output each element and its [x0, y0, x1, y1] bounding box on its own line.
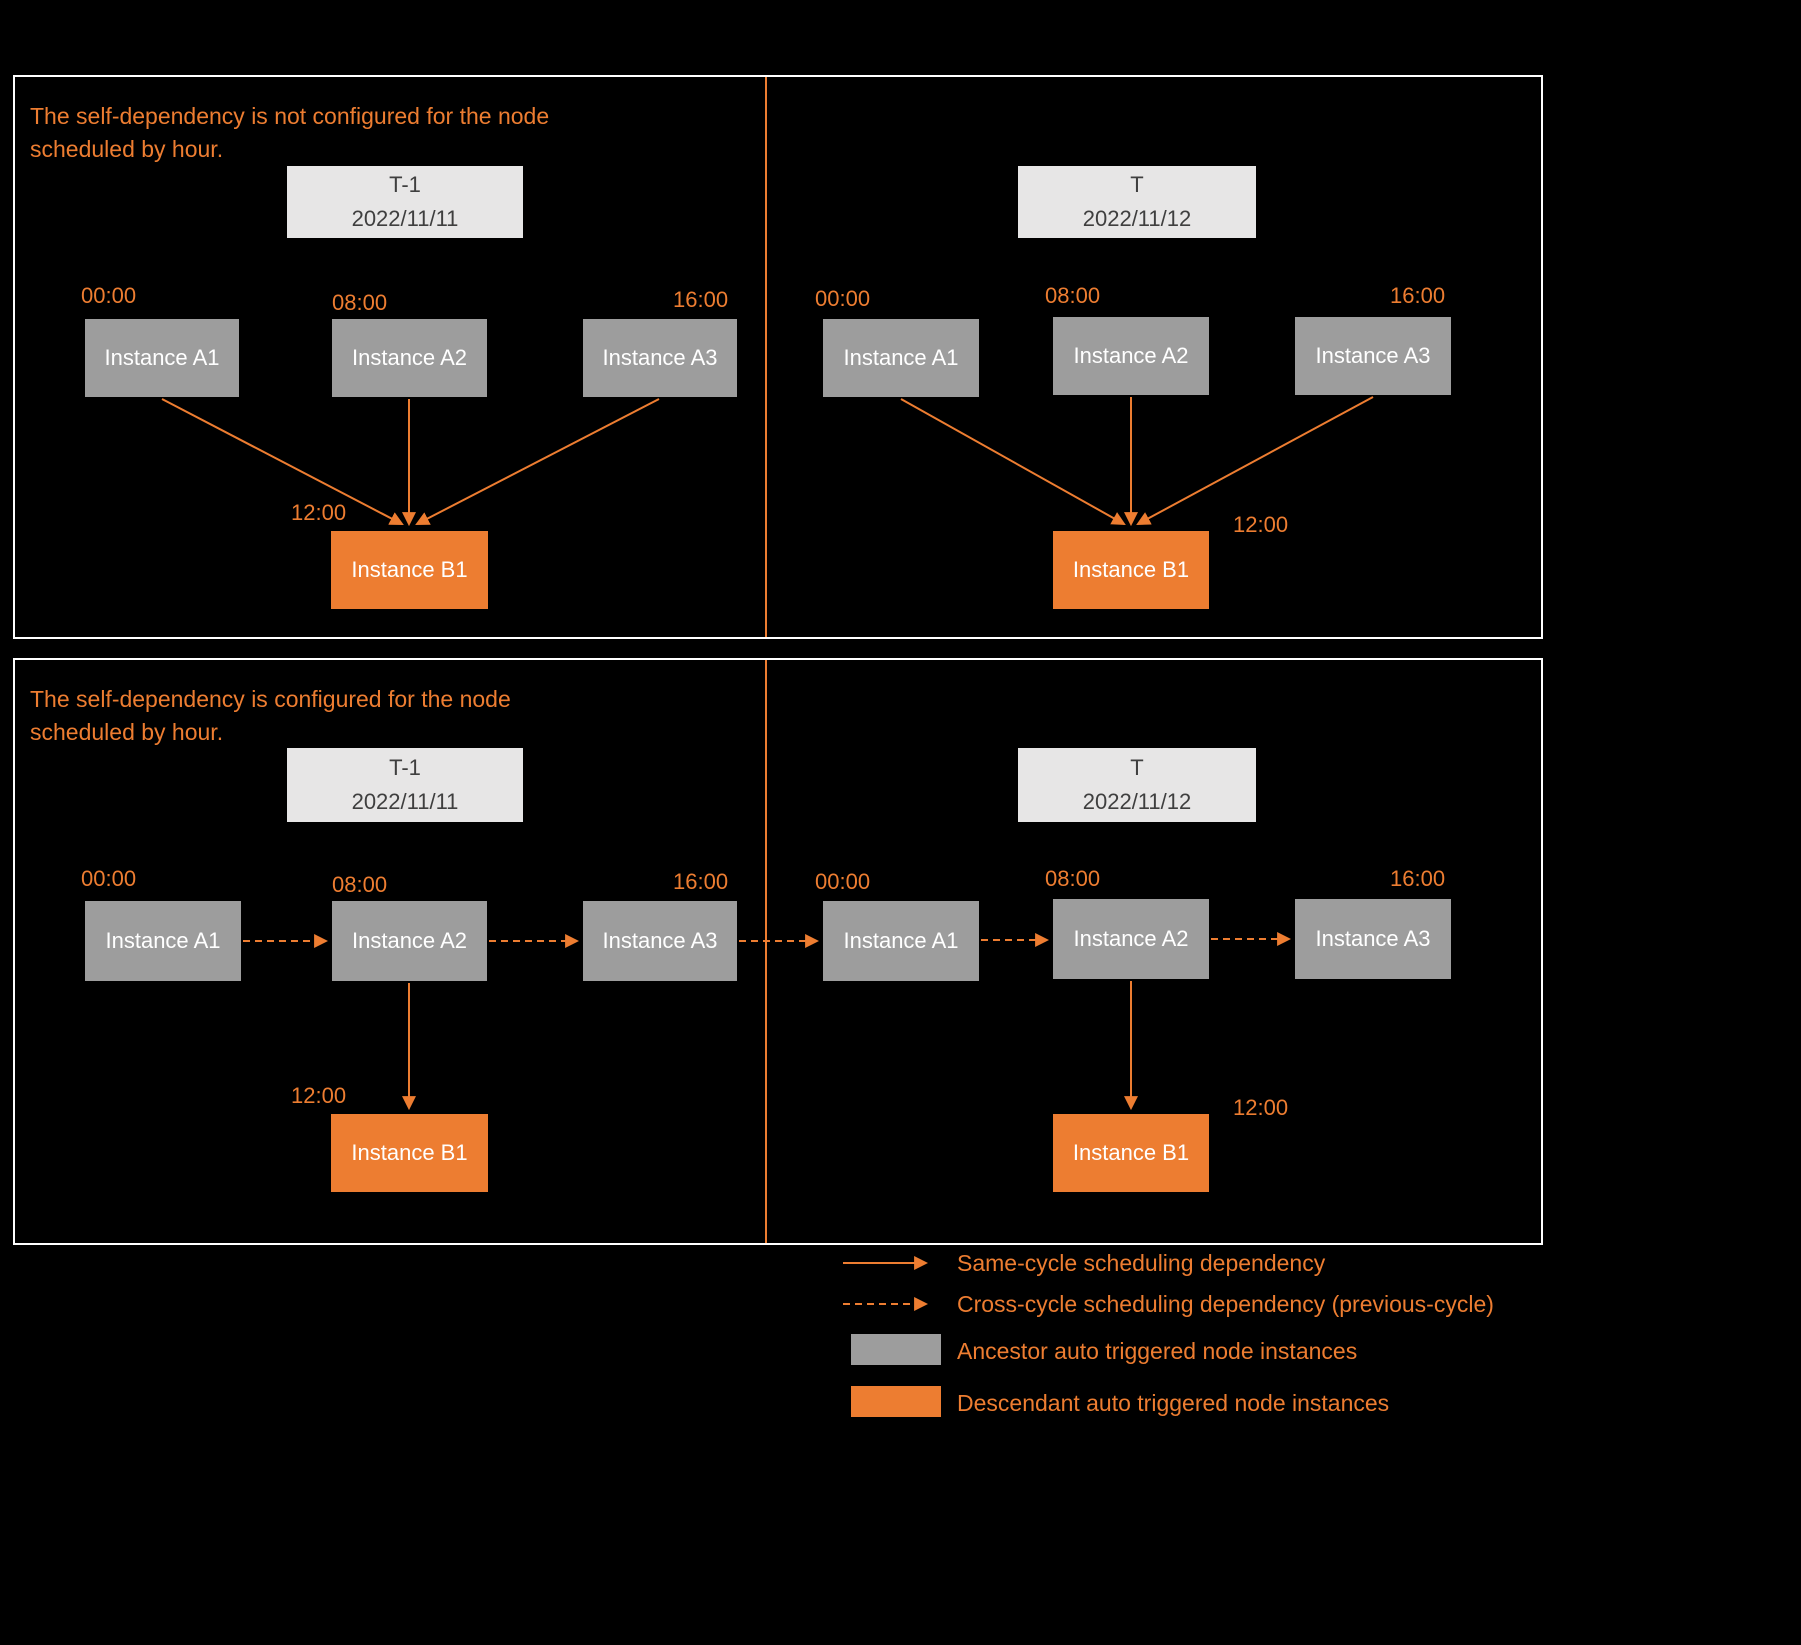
- legend-ancestor-swatch: [851, 1334, 941, 1365]
- time-label-a2: 08:00: [1045, 866, 1101, 891]
- time-label-b1: 12:00: [291, 500, 347, 525]
- time-label-a2: 08:00: [332, 872, 388, 897]
- panel-self-dependency: [13, 658, 1543, 1245]
- date-label: T: [1130, 171, 1144, 197]
- legend-cross-cycle-label: Cross-cycle scheduling dependency (previ…: [957, 1291, 1494, 1317]
- top-t1-instance-b1: Instance B1: [331, 531, 488, 609]
- cycle-divider-top: [765, 77, 767, 637]
- top-t-instance-b1: Instance B1: [1053, 531, 1209, 609]
- panel-bottom-title: The self-dependency is configured for th…: [30, 686, 511, 746]
- bottom-t1-instance-b1: Instance B1: [331, 1114, 488, 1192]
- time-label-a2: 08:00: [332, 290, 388, 315]
- date-value: 2022/11/12: [1082, 206, 1192, 231]
- time-label-b1: 12:00: [1233, 512, 1289, 537]
- panel-no-self-dependency: [13, 75, 1543, 639]
- time-label-a3: 16:00: [1390, 866, 1446, 891]
- top-t-instance-a1: Instance A1: [823, 319, 979, 397]
- date-label: T: [1130, 754, 1144, 780]
- time-label-a1: 00:00: [81, 866, 137, 891]
- bottom-t-instance-a3: Instance A3: [1295, 899, 1451, 979]
- bottom-t-instance-a2: Instance A2: [1053, 899, 1209, 979]
- date-value: 2022/11/11: [351, 206, 459, 231]
- legend-descendant-label: Descendant auto triggered node instances: [957, 1390, 1390, 1416]
- date-value: 2022/11/12: [1082, 789, 1192, 814]
- time-label-a1: 00:00: [815, 869, 871, 894]
- top-t1-instance-a1: Instance A1: [85, 319, 239, 397]
- date-box-t-bottom: T 2022/11/12: [1018, 748, 1256, 822]
- top-t-instance-a3: Instance A3: [1295, 317, 1451, 395]
- time-label-a1: 00:00: [81, 283, 137, 308]
- date-box-t-top: T 2022/11/12: [1018, 166, 1256, 238]
- date-label: T-1: [389, 171, 421, 197]
- date-box-t-minus-1-top: T-1 2022/11/11: [287, 166, 523, 238]
- time-label-a2: 08:00: [1045, 283, 1101, 308]
- top-t1-instance-a2: Instance A2: [332, 319, 487, 397]
- time-label-b1: 12:00: [291, 1083, 347, 1108]
- bottom-t-instance-b1: Instance B1: [1053, 1114, 1209, 1192]
- bottom-t1-instance-a1: Instance A1: [85, 901, 241, 981]
- legend-ancestor-label: Ancestor auto triggered node instances: [957, 1338, 1358, 1364]
- time-label-b1: 12:00: [1233, 1095, 1289, 1120]
- panel-top-title: The self-dependency is not configured fo…: [30, 103, 550, 163]
- time-label-a3: 16:00: [1390, 283, 1446, 308]
- legend-descendant-swatch: [851, 1386, 941, 1417]
- bottom-t1-instance-a2: Instance A2: [332, 901, 487, 981]
- time-label-a3: 16:00: [673, 869, 729, 894]
- date-box-t-minus-1-bottom: T-1 2022/11/11: [287, 748, 523, 822]
- legend-same-cycle-label: Same-cycle scheduling dependency: [957, 1250, 1326, 1276]
- date-label: T-1: [389, 754, 421, 780]
- bottom-t-instance-a1: Instance A1: [823, 901, 979, 981]
- cycle-divider-bottom: [765, 660, 767, 1243]
- top-t1-instance-a3: Instance A3: [583, 319, 737, 397]
- date-value: 2022/11/11: [351, 789, 459, 814]
- bottom-t1-instance-a3: Instance A3: [583, 901, 737, 981]
- time-label-a3: 16:00: [673, 287, 729, 312]
- top-t-instance-a2: Instance A2: [1053, 317, 1209, 395]
- time-label-a1: 00:00: [815, 286, 871, 311]
